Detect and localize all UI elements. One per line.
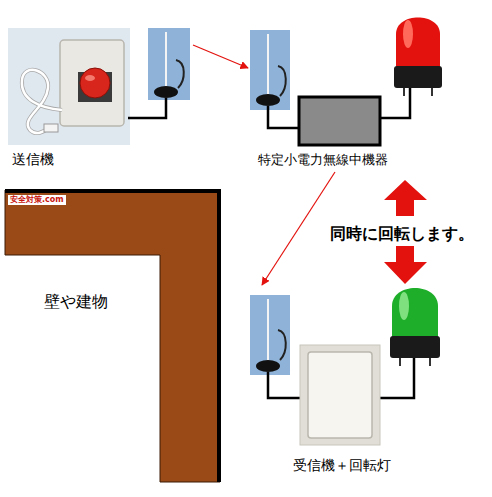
antenna-lead <box>176 60 184 88</box>
push-button <box>80 68 110 98</box>
light-shine <box>399 292 409 320</box>
light-leg <box>431 88 433 96</box>
cable <box>22 70 62 133</box>
antenna-base <box>256 94 280 106</box>
wall-edge <box>5 191 219 482</box>
light-dome <box>392 288 438 338</box>
antenna-rod <box>165 32 167 86</box>
light-leg <box>399 358 401 366</box>
receiver-cover <box>308 352 372 438</box>
receiver-box <box>300 345 380 445</box>
wire <box>380 358 414 398</box>
repeater-node: 特定小電力無線中機器 <box>248 2 448 172</box>
light-base <box>394 66 442 88</box>
node-caption: 受信機＋回転灯 <box>293 457 391 474</box>
arrow-up <box>384 180 427 216</box>
arrow-down <box>384 246 427 284</box>
red-rotating-light <box>394 18 442 97</box>
green-rotating-light <box>390 288 440 366</box>
wire <box>128 98 166 118</box>
wall-fill <box>5 190 220 482</box>
antenna-lead <box>278 66 286 96</box>
antenna-base <box>256 360 280 372</box>
antenna-rod <box>267 299 269 360</box>
wire <box>268 372 300 398</box>
transmitter-photo <box>8 28 130 145</box>
switch-box <box>60 40 124 126</box>
light-leg <box>429 358 431 366</box>
antenna-base <box>154 86 178 98</box>
transmitter-node: 送信機 <box>5 25 193 173</box>
button-shine <box>85 75 95 81</box>
radio-arrow <box>262 172 335 285</box>
plug <box>44 124 58 132</box>
antenna-ground <box>250 30 290 110</box>
antenna-lead <box>278 330 286 360</box>
watermark: 安全対策.com <box>8 195 66 205</box>
light-shine <box>403 20 413 48</box>
cable-shadow <box>22 70 62 133</box>
photo-ground <box>8 28 130 145</box>
receiver-node: 受信機＋回転灯 <box>250 285 445 485</box>
note-label: 同時に回転します。 <box>330 224 474 243</box>
wire <box>268 106 300 128</box>
node-caption: 特定小電力無線中機器 <box>258 152 388 168</box>
receiver-frame <box>300 345 380 445</box>
antenna-2 <box>250 30 290 110</box>
antenna-ground <box>148 28 190 100</box>
repeater-box <box>299 97 380 145</box>
light-base <box>390 336 440 358</box>
wall <box>5 190 220 482</box>
light-dome <box>396 18 440 69</box>
node-caption: 送信機 <box>12 151 54 168</box>
radio-arrow <box>193 45 248 68</box>
antenna-1 <box>148 28 190 100</box>
antenna-ground <box>250 295 290 375</box>
region-label: 壁や建物 <box>44 292 108 311</box>
wire <box>380 88 410 118</box>
antenna-rod <box>267 34 269 94</box>
light-leg <box>403 88 405 96</box>
antenna-3 <box>250 295 290 375</box>
